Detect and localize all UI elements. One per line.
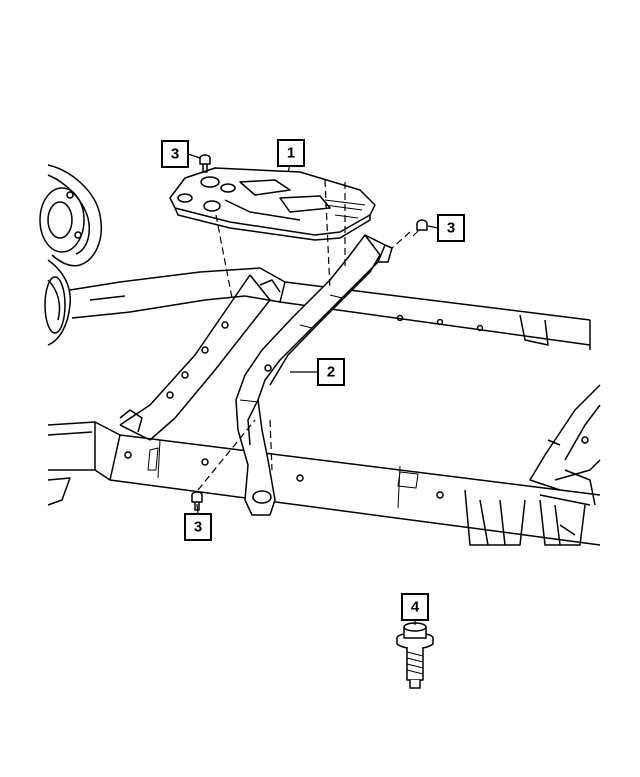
right-frame-rail	[244, 267, 591, 350]
callout-3-right: 3	[437, 214, 465, 242]
callout-3-bottom-label: 3	[194, 519, 202, 536]
rear-crossmember	[529, 384, 601, 506]
callout-4: 4	[401, 593, 429, 621]
left-frame-rail	[47, 421, 601, 546]
bolt-right	[412, 219, 428, 237]
vehicle-frame	[39, 164, 601, 546]
bolt-top	[199, 154, 211, 173]
rear-axle-bracket	[464, 469, 596, 546]
part-2-crossmember	[235, 234, 393, 516]
callout-4-label: 4	[411, 599, 420, 616]
callout-3-bottom: 3	[184, 513, 212, 541]
axle-hub	[39, 164, 102, 346]
callout-3-top-label: 3	[171, 146, 179, 163]
callout-1: 1	[277, 139, 305, 167]
callout-2: 2	[317, 358, 345, 386]
left-crossmember	[119, 274, 281, 441]
part-1-skid-plate	[169, 167, 376, 241]
callout-1-label: 1	[287, 145, 295, 162]
alignment-lines	[197, 179, 411, 491]
part-3-bolts	[191, 154, 428, 511]
part-4-bolt	[396, 622, 434, 689]
callout-3-right-label: 3	[447, 220, 455, 237]
callout-2-label: 2	[327, 364, 335, 381]
axle-tube	[69, 267, 261, 319]
callout-3-top: 3	[161, 140, 189, 168]
